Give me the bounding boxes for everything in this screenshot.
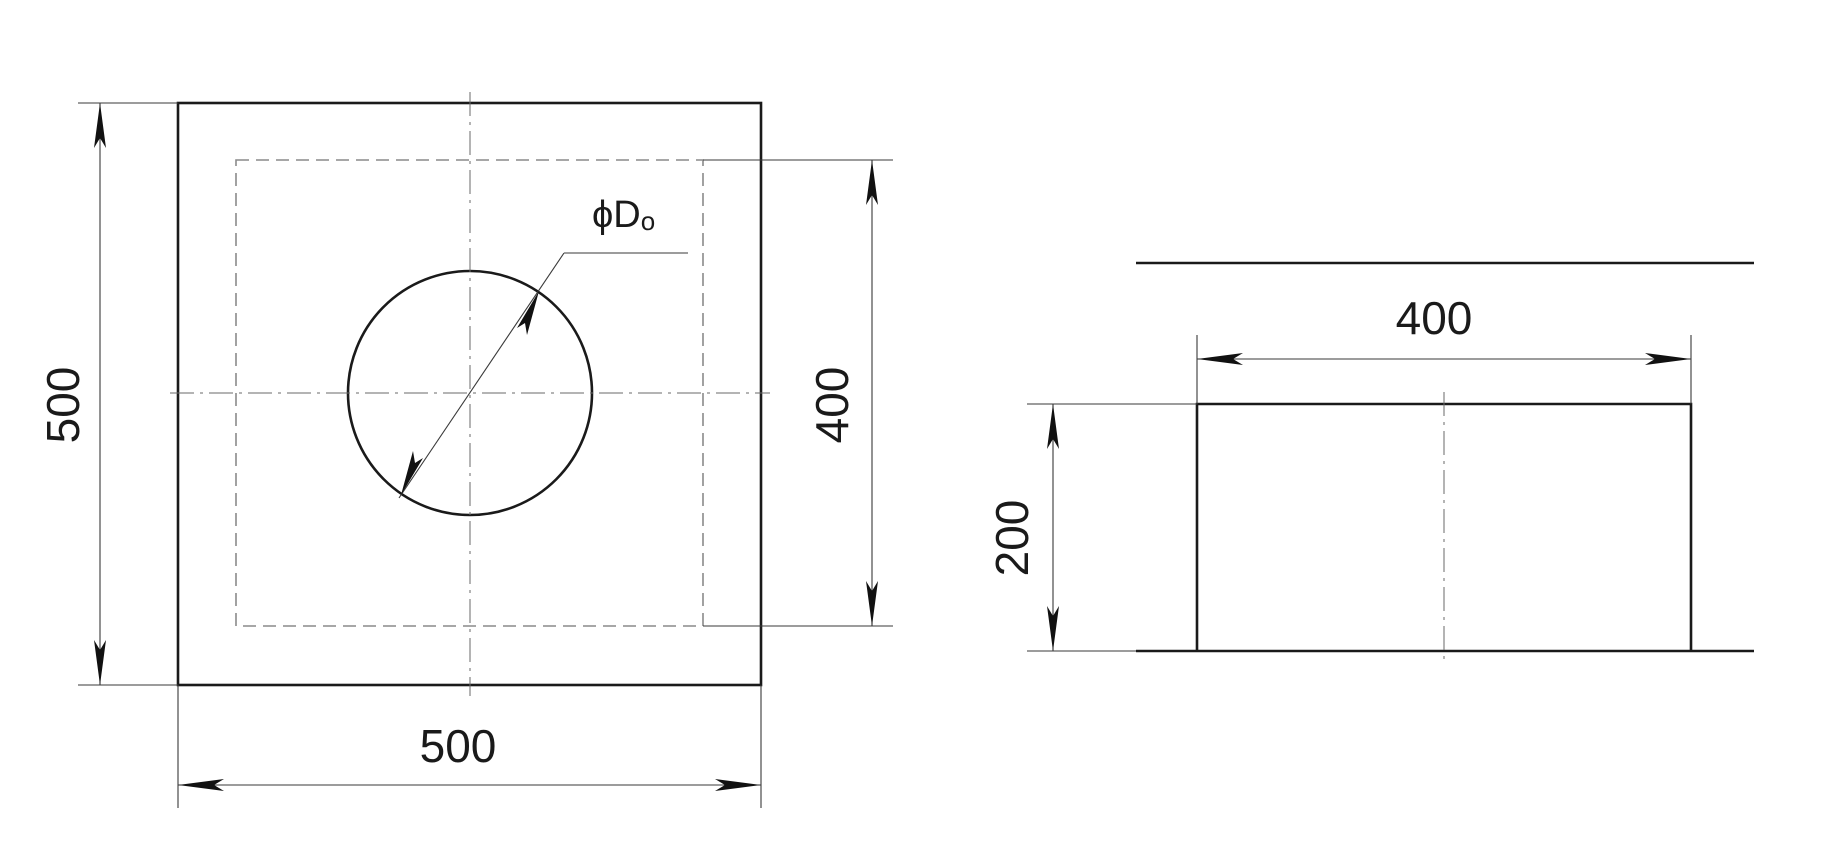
- arrow-bottom-right: [715, 779, 761, 791]
- side-arrow-left: [1197, 353, 1243, 365]
- arrow-diameter-lower: [401, 451, 423, 495]
- plan-view: 500 500 400 ϕDo: [37, 92, 893, 808]
- diameter-label: ϕDo: [592, 194, 655, 236]
- dim-label-right-400: 400: [806, 367, 858, 444]
- arrow-left-top: [94, 103, 106, 148]
- arrow-left-bottom: [94, 640, 106, 685]
- side-arrow-right: [1645, 353, 1691, 365]
- side-arrow-bottom: [1047, 606, 1059, 651]
- dim-label-left-500: 500: [37, 367, 89, 444]
- dim-label-bottom-500: 500: [420, 720, 497, 772]
- inner-hidden-square: [235, 159, 704, 627]
- diameter-symbol: ϕ: [592, 194, 613, 236]
- side-dim-label-200: 200: [986, 500, 1038, 577]
- arrow-diameter-upper: [517, 291, 539, 335]
- side-dim-label-400: 400: [1396, 292, 1473, 344]
- diameter-leader: [398, 252, 565, 499]
- arrow-right-top: [866, 160, 878, 205]
- arrow-bottom-left: [178, 779, 224, 791]
- arrow-right-bottom: [866, 581, 878, 626]
- side-arrow-top: [1047, 404, 1059, 449]
- diameter-subscript: o: [641, 206, 655, 236]
- diameter-letter: D: [613, 194, 640, 236]
- side-view: 400 200: [986, 261, 1754, 660]
